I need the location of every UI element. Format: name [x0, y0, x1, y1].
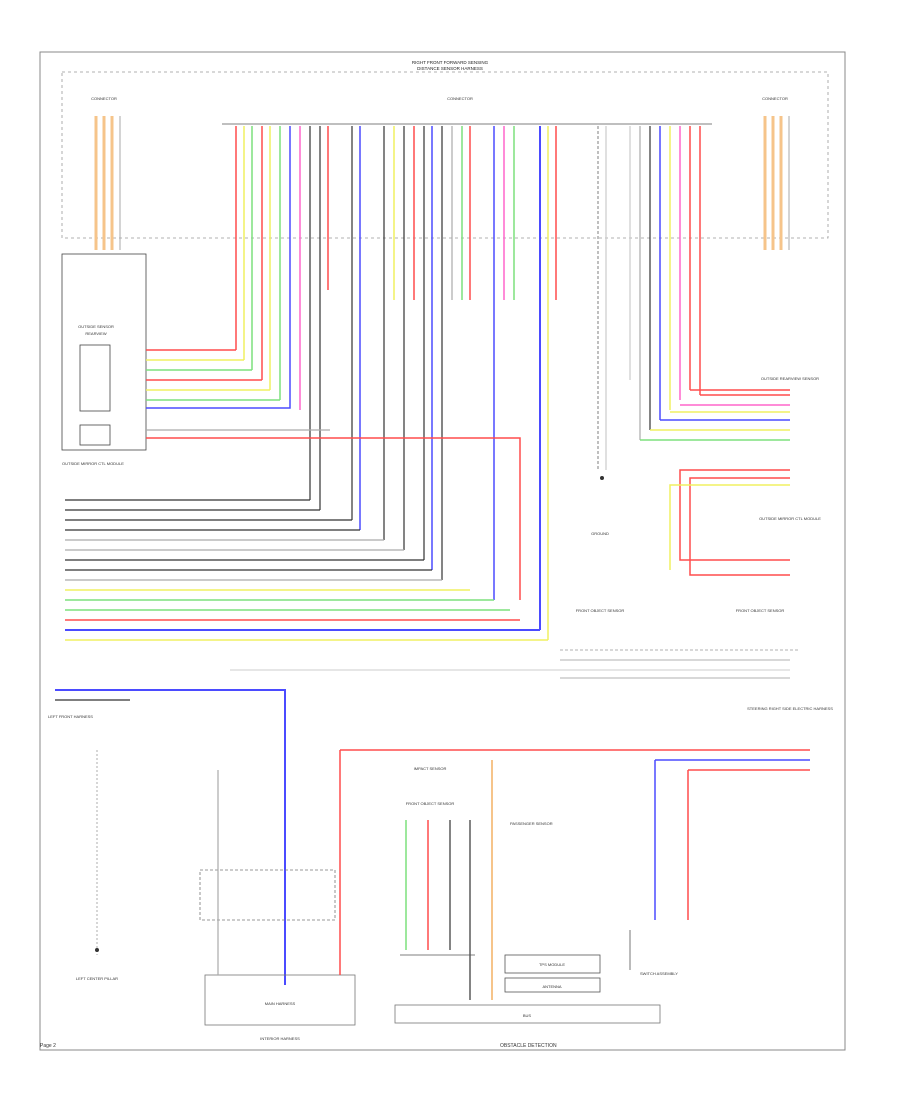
right-upper-wires	[640, 389, 790, 441]
page-caption: OBSTACLE DETECTION	[500, 1043, 557, 1049]
front-sensor-lines	[230, 649, 800, 679]
bottom-left-box-label: MAIN HARNESS	[265, 1001, 296, 1006]
front-sensor-1: FRONT OBJECT SENSOR	[576, 608, 625, 613]
ground-node	[600, 476, 604, 480]
harness-boundary	[61, 71, 829, 239]
right-lower-caption: STEERING RIGHT SIDE ELECTRIC HARNESS	[747, 706, 833, 711]
left-module-inner	[79, 344, 111, 412]
tpms-antenna-box	[504, 977, 601, 993]
bus-lines	[65, 499, 548, 641]
header-title-2: DISTANCE SENSOR HARNESS	[417, 66, 483, 71]
tpms-box	[504, 954, 601, 974]
bottom-bus-box	[394, 1004, 661, 1024]
left-connector-wires	[94, 116, 121, 250]
bottom-bus-label: BUS	[523, 1013, 532, 1018]
impact-sensor-label: IMPACT SENSOR	[414, 766, 447, 771]
center-ground: GROUND	[591, 531, 609, 536]
right-mid-module: OUTSIDE MIRROR CTL MODULE	[759, 516, 821, 521]
bottom-center-wires	[400, 760, 493, 1000]
left-unit-caption: OUTSIDE MIRROR CTL MODULE	[62, 461, 124, 466]
center-connector-label: CONNECTOR	[447, 96, 473, 101]
right-bottom-caption: SWITCH ASSEMBLY	[640, 971, 678, 976]
left-module-sub: REARVIEW	[85, 331, 106, 336]
bottom-left-lower-box	[204, 974, 356, 1026]
left-module-label: OUTSIDE SENSOR	[78, 324, 114, 329]
front-sensor-2: FRONT OBJECT SENSOR	[736, 608, 785, 613]
left-module-wires	[146, 349, 521, 600]
left-ground-node	[95, 948, 99, 952]
outer-frame	[39, 51, 846, 1051]
left-module-box	[61, 253, 147, 451]
right-upper-module: OUTSIDE REARVIEW SENSOR	[761, 376, 819, 381]
left-harness-label: LEFT FRONT HARNESS	[48, 714, 93, 719]
right-connector-label: CONNECTOR	[762, 96, 788, 101]
bottom-left-wires	[217, 749, 810, 975]
left-connector-label: CONNECTOR	[91, 96, 117, 101]
tpms-antenna-label: ANTENNA	[542, 984, 561, 989]
page-number: Page 2	[40, 1043, 56, 1049]
left-lower-wires	[55, 689, 286, 985]
right-bottom-wires	[629, 759, 810, 970]
front-object-sensor-label: FRONT OBJECT SENSOR	[406, 801, 455, 806]
right-connector-wires	[763, 116, 790, 250]
tpms-label: TPS MODULE	[539, 962, 565, 967]
left-bottom-label: LEFT CENTER PILLAR	[76, 976, 118, 981]
right-mid-wires	[669, 469, 790, 576]
bottom-left-caption: INTERIOR HARNESS	[260, 1036, 300, 1041]
bottom-left-box	[199, 869, 336, 921]
center-vertical-wires	[235, 126, 701, 640]
passenger-sensor-label: PASSENGER SENSOR	[510, 821, 553, 826]
header-title-1: RIGHT FRONT FORWARD SENSING	[412, 60, 489, 65]
left-module-lower	[79, 424, 111, 446]
